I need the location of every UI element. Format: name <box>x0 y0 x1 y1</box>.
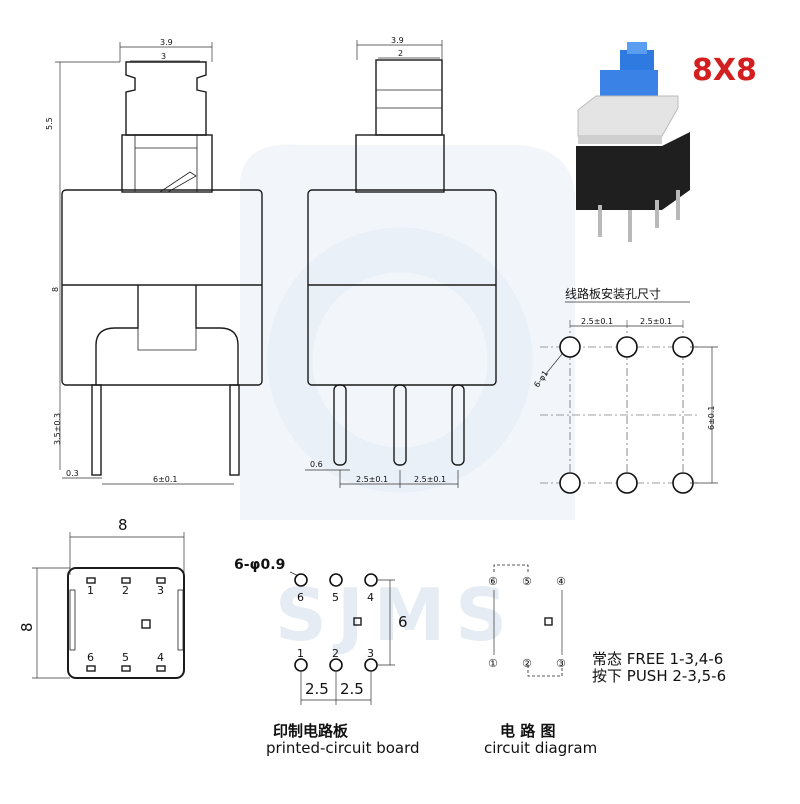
bottom-pin-3: 3 <box>157 584 164 597</box>
front-pin-length: 3.5±0.3 <box>53 413 62 445</box>
hole-layout-title: 线路板安装孔尺寸 <box>565 286 661 301</box>
hole-pitch-2: 2.5±0.1 <box>640 317 672 326</box>
pcb-hole-label: 6-φ0.9 <box>234 557 285 573</box>
side-pin-pitch-2: 2.5±0.1 <box>414 475 446 484</box>
circuit-pin-3: ③ <box>556 657 566 670</box>
bottom-width: 8 <box>118 516 128 534</box>
hole-layout: 线路板安装孔尺寸 2.5±0.1 2.5±0.1 6-φ1 6±0.1 <box>532 286 718 495</box>
hole-pitch-1: 2.5±0.1 <box>581 317 613 326</box>
pcb-pin-3: 3 <box>367 647 374 660</box>
circuit-pin-2: ② <box>522 657 532 670</box>
bottom-view: 8 8 1 2 3 6 5 4 <box>18 516 185 679</box>
mount-hole <box>616 336 638 358</box>
circuit-caption-en: circuit diagram <box>484 739 597 757</box>
watermark-text: SJMS <box>275 573 517 657</box>
front-pin-thickness: 0.3 <box>66 469 79 478</box>
side-pin-pitch-1: 2.5±0.1 <box>356 475 388 484</box>
pcb-layout: 6-φ0.9 6 5 4 1 2 3 6 2.5 2.5 印制电路板 print… <box>234 557 420 757</box>
circuit-state-free: 常态 FREE 1-3,4-6 <box>592 650 723 668</box>
pcb-pin-2: 2 <box>332 647 339 660</box>
mount-hole <box>559 472 581 494</box>
front-pin-spacing: 6±0.1 <box>153 475 178 484</box>
pcb-pitch-2: 2.5 <box>340 680 364 698</box>
pcb-pin-6: 6 <box>297 591 304 604</box>
mount-hole <box>616 472 638 494</box>
bottom-pin-1: 1 <box>87 584 94 597</box>
bottom-height: 8 <box>18 622 36 632</box>
pcb-caption-en: printed-circuit board <box>266 739 420 757</box>
circuit-pin-6: ⑥ <box>488 575 498 588</box>
front-inner-width: 3 <box>161 52 166 61</box>
circuit-caption-cn: 电 路 图 <box>500 722 555 740</box>
watermark: SJMS <box>240 144 576 657</box>
product-photo <box>576 42 690 242</box>
circuit-diagram: ⑥ ⑤ ④ ① ② ③ 常态 FREE 1-3,4-6 按下 PUSH 2-3,… <box>484 564 726 757</box>
mount-hole <box>559 336 581 358</box>
circuit-pin-1: ① <box>488 657 498 670</box>
product-size-label: 8X8 <box>692 53 757 88</box>
front-view: 3.9 3 5.5 8 3.5±0.3 0.3 6±0.1 <box>45 38 263 485</box>
front-body-height: 8 <box>51 287 60 292</box>
side-inner-width: 2 <box>398 49 403 58</box>
hole-row-spacing: 6±0.1 <box>707 405 716 430</box>
side-pin-width: 0.6 <box>310 460 323 469</box>
bottom-pin-5: 5 <box>122 651 129 664</box>
pcb-pin-4: 4 <box>367 591 374 604</box>
pcb-pitch-1: 2.5 <box>305 680 329 698</box>
circuit-pin-5: ⑤ <box>522 575 532 588</box>
bottom-pin-2: 2 <box>122 584 129 597</box>
circuit-pin-4: ④ <box>556 575 566 588</box>
pcb-caption-cn: 印制电路板 <box>273 722 349 740</box>
pcb-row-spacing: 6 <box>398 613 408 631</box>
circuit-state-push: 按下 PUSH 2-3,5-6 <box>592 667 726 685</box>
side-top-width: 3.9 <box>391 36 404 45</box>
pcb-pin-1: 1 <box>297 647 304 660</box>
side-view: 3.9 2 0.6 2.5±0.1 2.5±0.1 <box>305 36 497 488</box>
front-top-width: 3.9 <box>160 38 173 47</box>
bottom-pin-6: 6 <box>87 651 94 664</box>
front-upper-height: 5.5 <box>45 117 54 130</box>
bottom-pin-4: 4 <box>157 651 164 664</box>
pcb-pin-5: 5 <box>332 591 339 604</box>
